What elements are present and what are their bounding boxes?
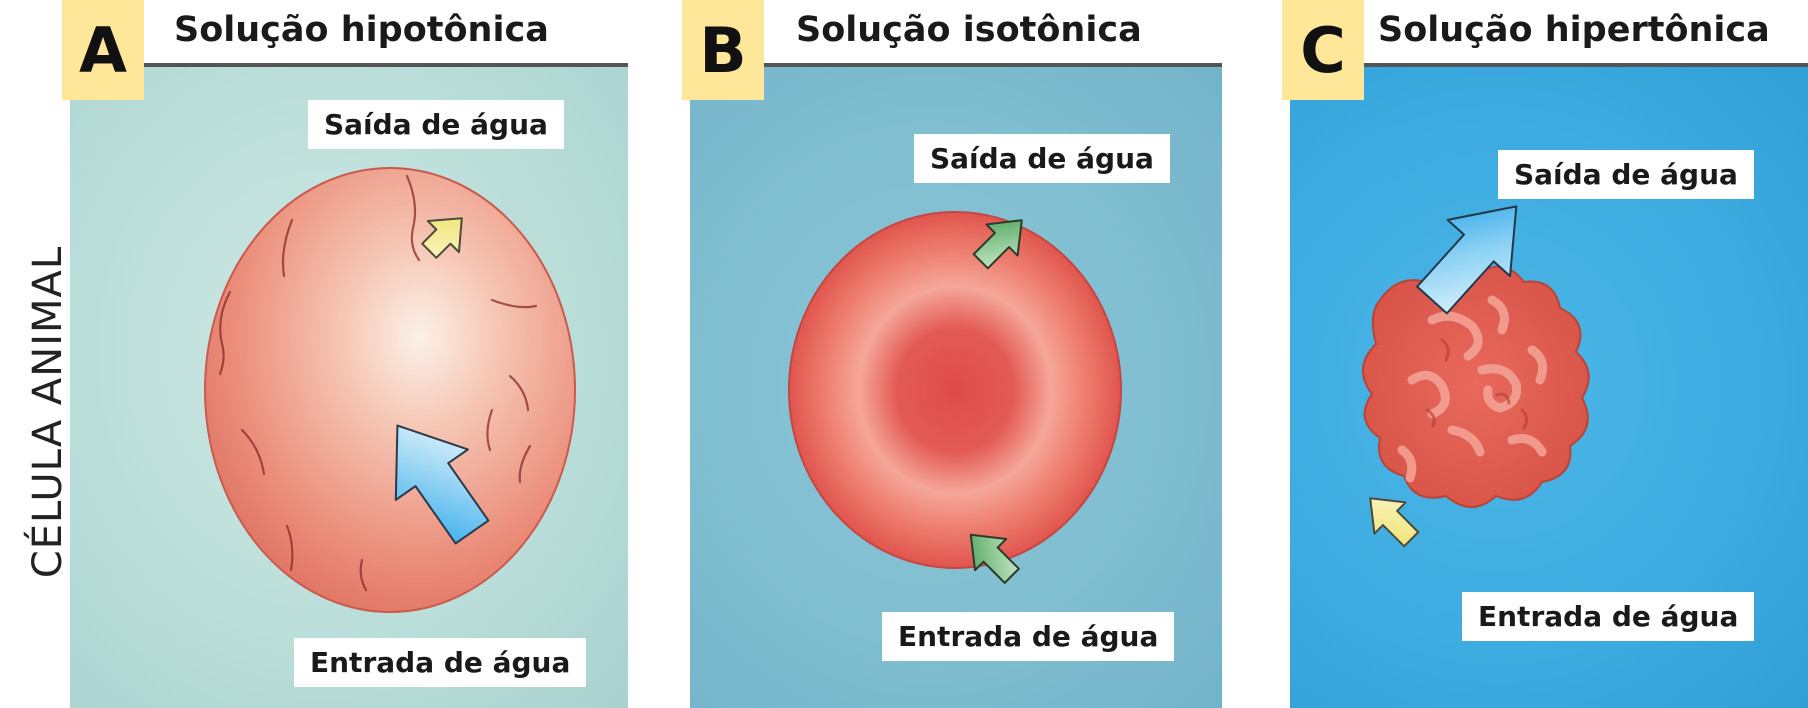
water-out-arrow xyxy=(421,217,463,259)
shriveled-cell xyxy=(1362,263,1590,508)
panel-a-title: Solução hipotônica xyxy=(174,10,549,50)
water-in-label: Entrada de água xyxy=(882,612,1175,661)
panel-b-title: Solução isotônica xyxy=(796,10,1142,50)
water-in-arrow xyxy=(394,424,490,545)
water-out-label: Saída de água xyxy=(914,134,1170,183)
panel-a-letter: A xyxy=(62,0,144,100)
normal-cell xyxy=(788,211,1122,569)
water-in-arrow xyxy=(969,533,1020,584)
panel-c-top-rule xyxy=(1290,63,1808,67)
panel-c-letter: C xyxy=(1282,0,1364,100)
panel-b-letter: B xyxy=(682,0,764,100)
panel-hypertonic: C Solução hipertônica xyxy=(1282,0,1808,708)
water-out-arrow xyxy=(1416,205,1518,315)
panel-a-top-rule xyxy=(70,63,628,67)
water-out-arrow xyxy=(972,219,1023,270)
water-in-label: Entrada de água xyxy=(1462,592,1755,641)
water-out-label: Saída de água xyxy=(1498,150,1754,199)
panel-hypotonic: A Solução hipotônica xyxy=(62,0,628,708)
panel-c-illustration xyxy=(1362,205,1590,548)
panel-c-title: Solução hipertônica xyxy=(1378,10,1770,50)
panel-b-top-rule xyxy=(690,63,1222,67)
water-in-label: Entrada de água xyxy=(294,638,587,687)
panel-isotonic: B Solução isotônica xyxy=(682,0,1222,708)
panel-a-illustration xyxy=(204,167,576,613)
swollen-cell xyxy=(204,167,576,613)
water-out-label: Saída de água xyxy=(308,100,564,149)
water-in-arrow xyxy=(1369,497,1420,548)
panel-b-illustration xyxy=(788,211,1122,584)
